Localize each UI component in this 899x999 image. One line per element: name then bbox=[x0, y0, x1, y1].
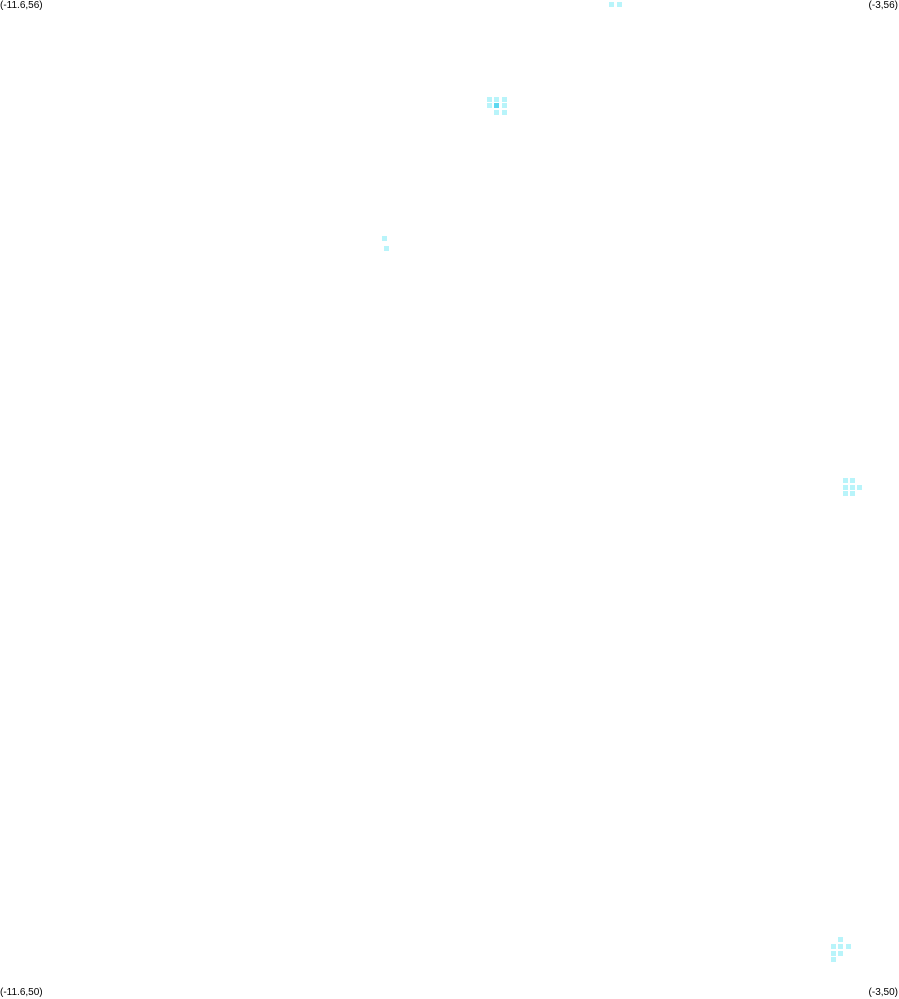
raster-cell bbox=[494, 103, 499, 108]
raster-cell bbox=[843, 491, 848, 496]
raster-cell bbox=[502, 103, 507, 108]
corner-label-bottom-left: (-11.6,50) bbox=[0, 987, 43, 998]
raster-cell bbox=[846, 944, 851, 949]
raster-cell bbox=[617, 2, 622, 7]
raster-cell bbox=[384, 246, 389, 251]
raster-cell bbox=[831, 944, 836, 949]
raster-cell bbox=[831, 957, 836, 962]
raster-cell bbox=[382, 236, 387, 241]
raster-cell bbox=[850, 491, 855, 496]
raster-cell bbox=[502, 110, 507, 115]
raster-cell bbox=[609, 2, 614, 7]
raster-cell bbox=[843, 485, 848, 490]
raster-cell bbox=[838, 937, 843, 942]
raster-cell bbox=[494, 110, 499, 115]
raster-cell bbox=[850, 478, 855, 483]
raster-cell bbox=[843, 478, 848, 483]
raster-cell bbox=[494, 97, 499, 102]
raster-cell bbox=[857, 485, 862, 490]
corner-label-bottom-right: (-3,50) bbox=[868, 987, 898, 998]
raster-cell bbox=[487, 97, 492, 102]
raster-cell bbox=[850, 485, 855, 490]
raster-cell bbox=[838, 944, 843, 949]
raster-cell bbox=[838, 951, 843, 956]
corner-label-top-left: (-11.6,56) bbox=[0, 0, 43, 11]
raster-cell bbox=[502, 97, 507, 102]
corner-label-top-right: (-3,56) bbox=[868, 0, 898, 11]
raster-cell bbox=[487, 103, 492, 108]
raster-cell bbox=[831, 951, 836, 956]
